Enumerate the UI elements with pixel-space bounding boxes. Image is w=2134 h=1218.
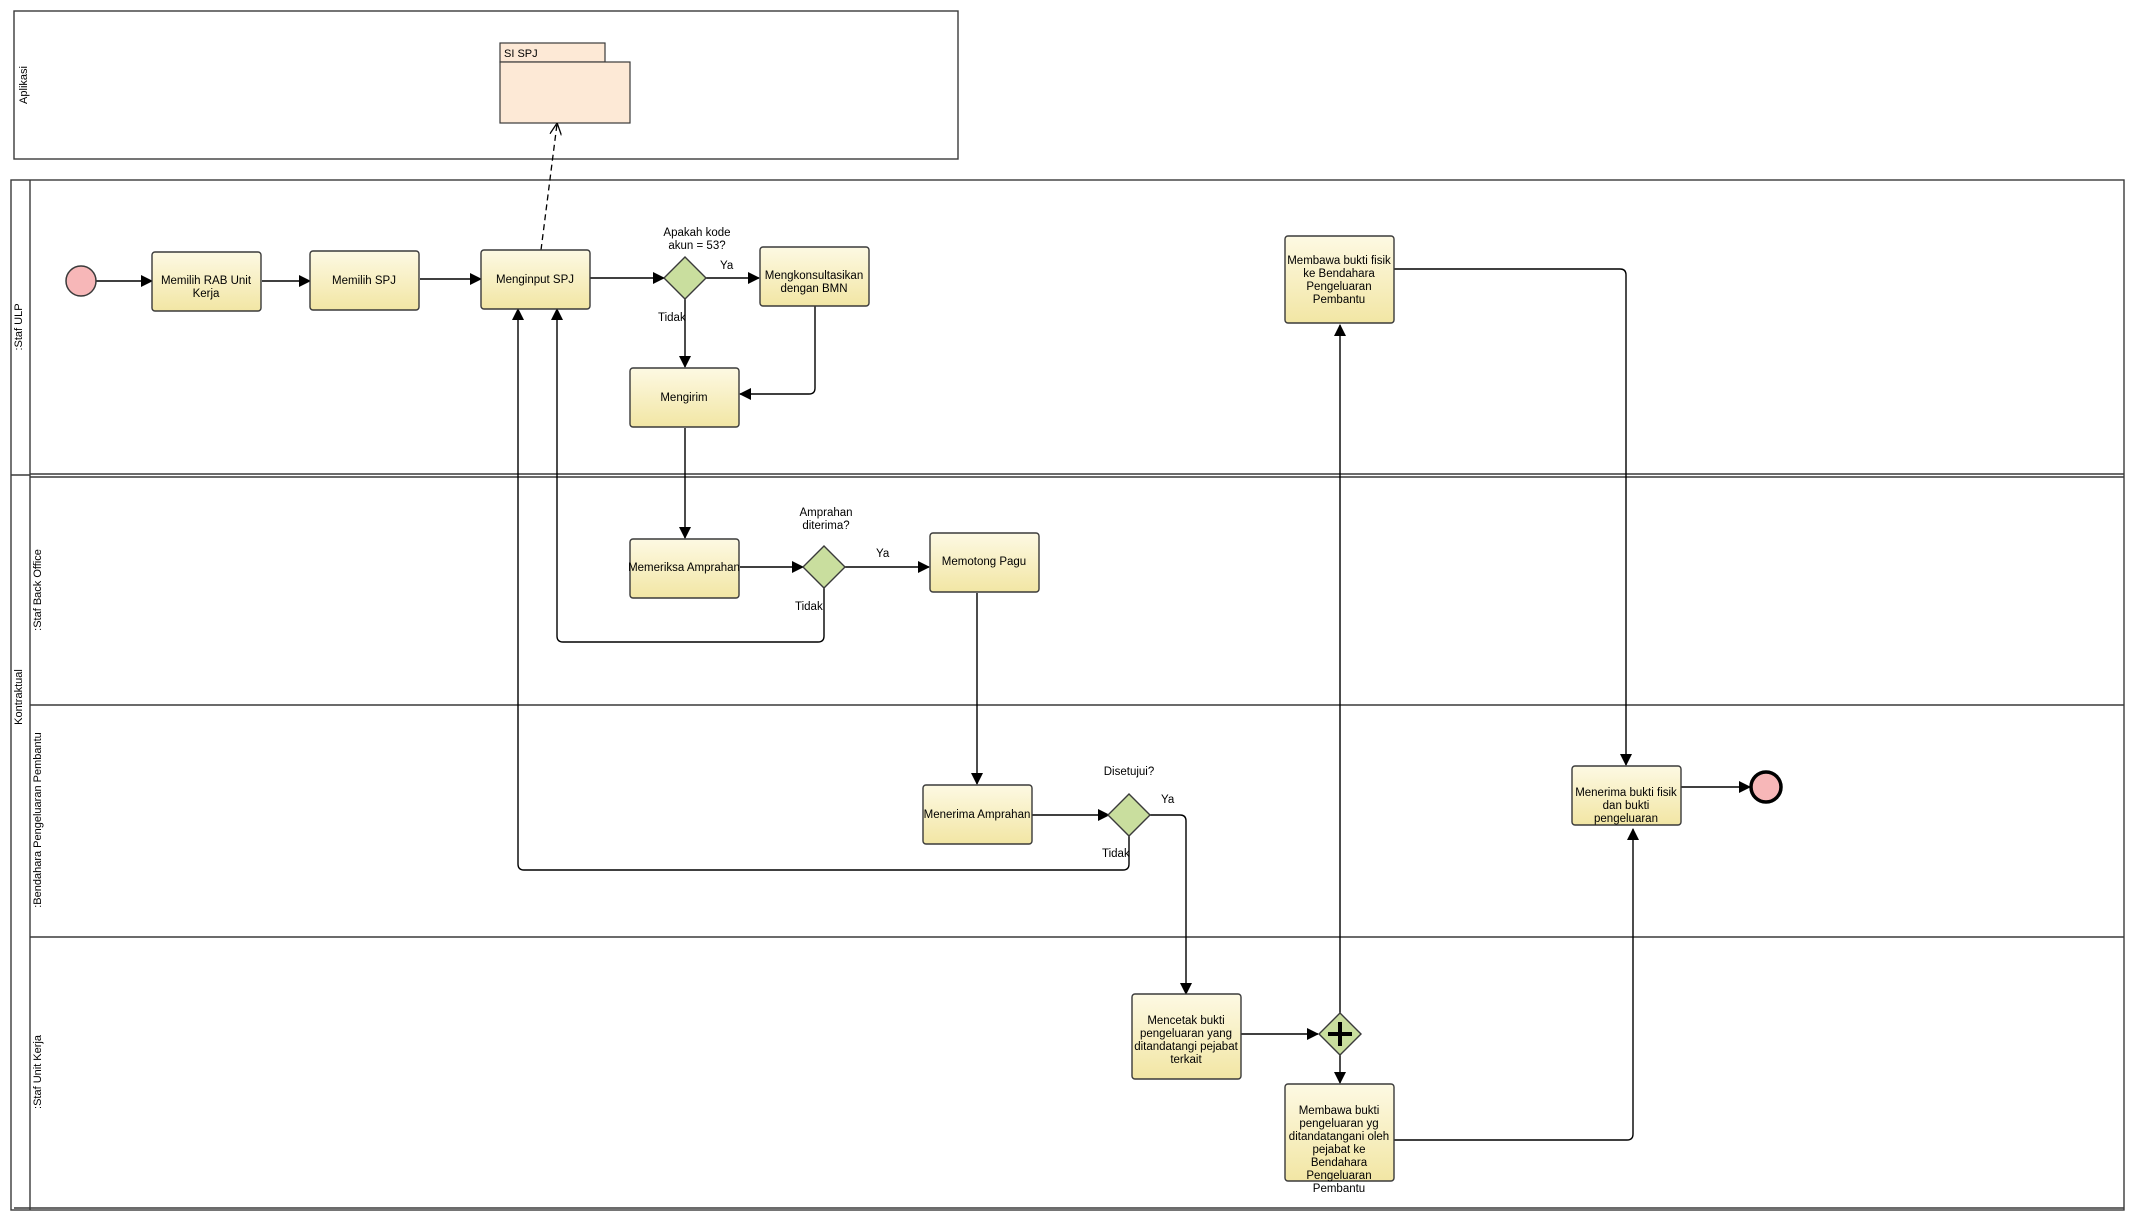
- task-memeriksa-amprahan[interactable]: Memeriksa Amprahan: [628, 538, 740, 599]
- plus-icon: [1328, 1022, 1352, 1046]
- parallel-gateway[interactable]: [1318, 1012, 1362, 1056]
- task-memeriksa-amprahan-line-1: Memeriksa Amprahan: [628, 562, 740, 574]
- system-artifact-body: [499, 61, 631, 124]
- task-membawa-bukti-pengeluaran-box: [1284, 1083, 1395, 1182]
- label-tidak-disetujui: Tidak: [1102, 848, 1130, 860]
- task-menerima-amprahan-box: [922, 784, 1033, 845]
- task-memeriksa-amprahan-box: [629, 538, 740, 599]
- task-membawa-bukti-pengeluaran-line-2: pengeluaran yg: [1299, 1118, 1378, 1130]
- gateways: Apakah kode akun = 53? Amprahan diterima…: [663, 227, 1362, 1056]
- task-membawa-bukti-fisik-line-3: Pengeluaran: [1306, 281, 1371, 293]
- application-pool-border: [13, 10, 959, 160]
- flow-gateway3-tidak: [512, 308, 1130, 871]
- gateway-disetujui[interactable]: [1107, 793, 1151, 837]
- process-pool: :Staf ULP Kontraktual :Staf Back Office …: [10, 179, 2125, 1211]
- task-memotong-pagu[interactable]: Memotong Pagu: [929, 532, 1040, 593]
- flow-gateway3-ya: [1150, 814, 1192, 995]
- task-mengkonsultasikan-box: [759, 246, 870, 307]
- task-menerima-bukti-line-3: pengeluaran: [1594, 813, 1658, 825]
- label-ya-disetujui: Ya: [1161, 794, 1175, 806]
- task-membawa-bukti-fisik-line-4: Pembantu: [1313, 294, 1365, 306]
- task-membawa-bukti-fisik-box: [1284, 235, 1395, 324]
- gateway-amprahan-diterima[interactable]: [802, 545, 846, 589]
- task-menginput-spj[interactable]: Menginput SPJ: [480, 249, 591, 310]
- flow-membawa-fisik-to-menerima: [1394, 268, 1632, 766]
- task-mencetak-bukti-line-3: ditandatangi pejabat: [1134, 1041, 1238, 1053]
- system-artifact-label: SI SPJ: [504, 48, 538, 60]
- lane-label-unit-kerja: :Staf Unit Kerja: [32, 1034, 44, 1109]
- tasks: Memilih RAB Unit Kerja Memilih SPJ Mengi…: [151, 235, 1682, 1195]
- task-mengirim-line-1: Mengirim: [660, 392, 707, 404]
- task-menerima-amprahan[interactable]: Menerima Amprahan: [922, 784, 1033, 845]
- task-membawa-bukti-pengeluaran-line-6: Pengeluaran: [1306, 1170, 1371, 1182]
- task-mencetak-bukti-line-4: terkait: [1170, 1054, 1202, 1066]
- task-mencetak-bukti[interactable]: Mencetak bukti pengeluaran yang ditandat…: [1131, 993, 1242, 1080]
- task-membawa-bukti-pengeluaran-line-4: pejabat ke: [1312, 1144, 1365, 1156]
- task-membawa-bukti-pengeluaran-line-3: ditandatangani oleh: [1289, 1131, 1389, 1143]
- task-memilih-spj[interactable]: Memilih SPJ: [309, 250, 420, 311]
- task-memotong-pagu-line-1: Memotong Pagu: [942, 556, 1026, 568]
- application-pool-label: Aplikasi: [18, 66, 30, 104]
- task-mengkonsultasikan[interactable]: Mengkonsultasikan dengan BMN: [759, 246, 870, 307]
- edge-labels: Ya Tidak Ya Tidak Ya Tidak: [658, 260, 1175, 860]
- task-menerima-bukti-line-1: Menerima bukti fisik: [1575, 787, 1677, 799]
- task-membawa-bukti-fisik[interactable]: Membawa bukti fisik ke Bendahara Pengelu…: [1284, 235, 1395, 324]
- task-memilih-rab-box: [151, 251, 262, 312]
- label-tidak-amprahan: Tidak: [795, 601, 823, 613]
- gateway-amprahan-label-2: diterima?: [802, 520, 849, 532]
- pool-label-kontraktual: Kontraktual: [13, 669, 25, 725]
- task-menerima-bukti-line-2: dan bukti: [1603, 800, 1650, 812]
- start-event[interactable]: [65, 265, 97, 297]
- system-artifact[interactable]: SI SPJ: [499, 42, 631, 124]
- events: [65, 265, 1783, 804]
- task-memilih-rab[interactable]: Memilih RAB Unit Kerja: [151, 251, 262, 312]
- label-ya-amprahan: Ya: [876, 548, 890, 560]
- task-mengkonsultasikan-line-2: dengan BMN: [780, 283, 847, 295]
- label-tidak-kode-akun: Tidak: [658, 312, 686, 324]
- task-memilih-spj-box: [309, 250, 420, 311]
- flow-gateway2-tidak: [551, 308, 825, 643]
- gateway-disetujui-label: Disetujui?: [1104, 766, 1155, 778]
- task-membawa-bukti-fisik-line-1: Membawa bukti fisik: [1287, 255, 1391, 267]
- gateway-kode-akun[interactable]: [663, 256, 707, 300]
- task-mencetak-bukti-box: [1131, 993, 1242, 1080]
- task-membawa-bukti-pengeluaran-line-7: Pembantu: [1313, 1183, 1365, 1195]
- label-ya-kode-akun: Ya: [720, 260, 734, 272]
- task-mengkonsultasikan-line-1: Mengkonsultasikan: [765, 270, 863, 282]
- gateway-kode-akun-label-1: Apakah kode: [663, 227, 730, 239]
- lane-label-back-office: :Staf Back Office: [32, 549, 44, 631]
- task-menerima-bukti-box: [1571, 765, 1682, 826]
- end-event[interactable]: [1749, 770, 1783, 804]
- flow-konsultasi-to-mengirim: [739, 306, 816, 400]
- association-input-to-system: [540, 124, 557, 251]
- task-mencetak-bukti-line-1: Mencetak bukti: [1147, 1015, 1224, 1027]
- lane-label-bendahara: :Bendahara Pengeluaran Pembantu: [32, 732, 44, 908]
- task-menginput-spj-box: [480, 249, 591, 310]
- task-membawa-bukti-pengeluaran-line-5: Bendahara: [1311, 1157, 1368, 1169]
- gateway-kode-akun-label-2: akun = 53?: [668, 240, 725, 252]
- task-memotong-pagu-box: [929, 532, 1040, 593]
- sequence-flows: [96, 124, 1751, 1141]
- gateway-amprahan-label-1: Amprahan: [799, 507, 852, 519]
- task-memilih-rab-line-1: Memilih RAB Unit: [161, 275, 252, 287]
- task-membawa-bukti-pengeluaran[interactable]: Membawa bukti pengeluaran yg ditandatang…: [1284, 1083, 1395, 1195]
- task-mengirim[interactable]: Mengirim: [629, 367, 740, 428]
- task-mencetak-bukti-line-2: pengeluaran yang: [1140, 1028, 1232, 1040]
- process-pool-border: [10, 179, 2125, 1211]
- task-menginput-spj-line-1: Menginput SPJ: [496, 274, 574, 286]
- task-memilih-spj-line-1: Memilih SPJ: [332, 275, 396, 287]
- application-pool: Aplikasi SI SPJ: [13, 10, 959, 160]
- task-menerima-amprahan-line-1: Menerima Amprahan: [924, 809, 1031, 821]
- task-membawa-bukti-fisik-line-2: ke Bendahara: [1303, 268, 1375, 280]
- flow-membawa-pengeluaran-to-menerima: [1394, 828, 1639, 1141]
- task-memilih-rab-line-2: Kerja: [193, 288, 220, 300]
- lane-label-staf-ulp: :Staf ULP: [13, 303, 25, 350]
- task-membawa-bukti-pengeluaran-line-1: Membawa bukti: [1299, 1105, 1380, 1117]
- task-mengirim-box: [629, 367, 740, 428]
- task-menerima-bukti[interactable]: Menerima bukti fisik dan bukti pengeluar…: [1571, 765, 1682, 826]
